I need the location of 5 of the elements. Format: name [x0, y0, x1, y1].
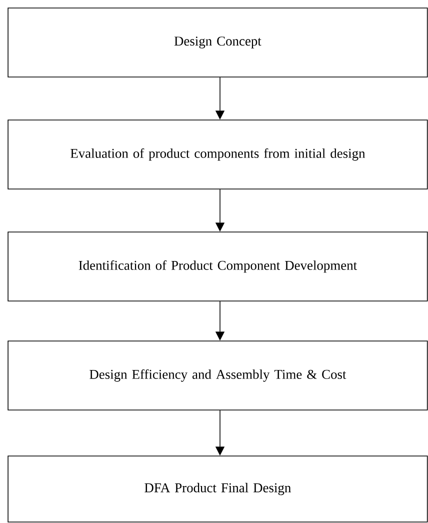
process-box: Evaluation of product components from initial design	[8, 120, 428, 190]
process-box: Design Concept	[8, 8, 428, 78]
process-box: DFA Product Final Design	[8, 456, 428, 522]
process-box: Identification of Product Component Development	[8, 232, 428, 302]
process-box: Design Efficiency and Assembly Time & Cost	[8, 340, 428, 410]
